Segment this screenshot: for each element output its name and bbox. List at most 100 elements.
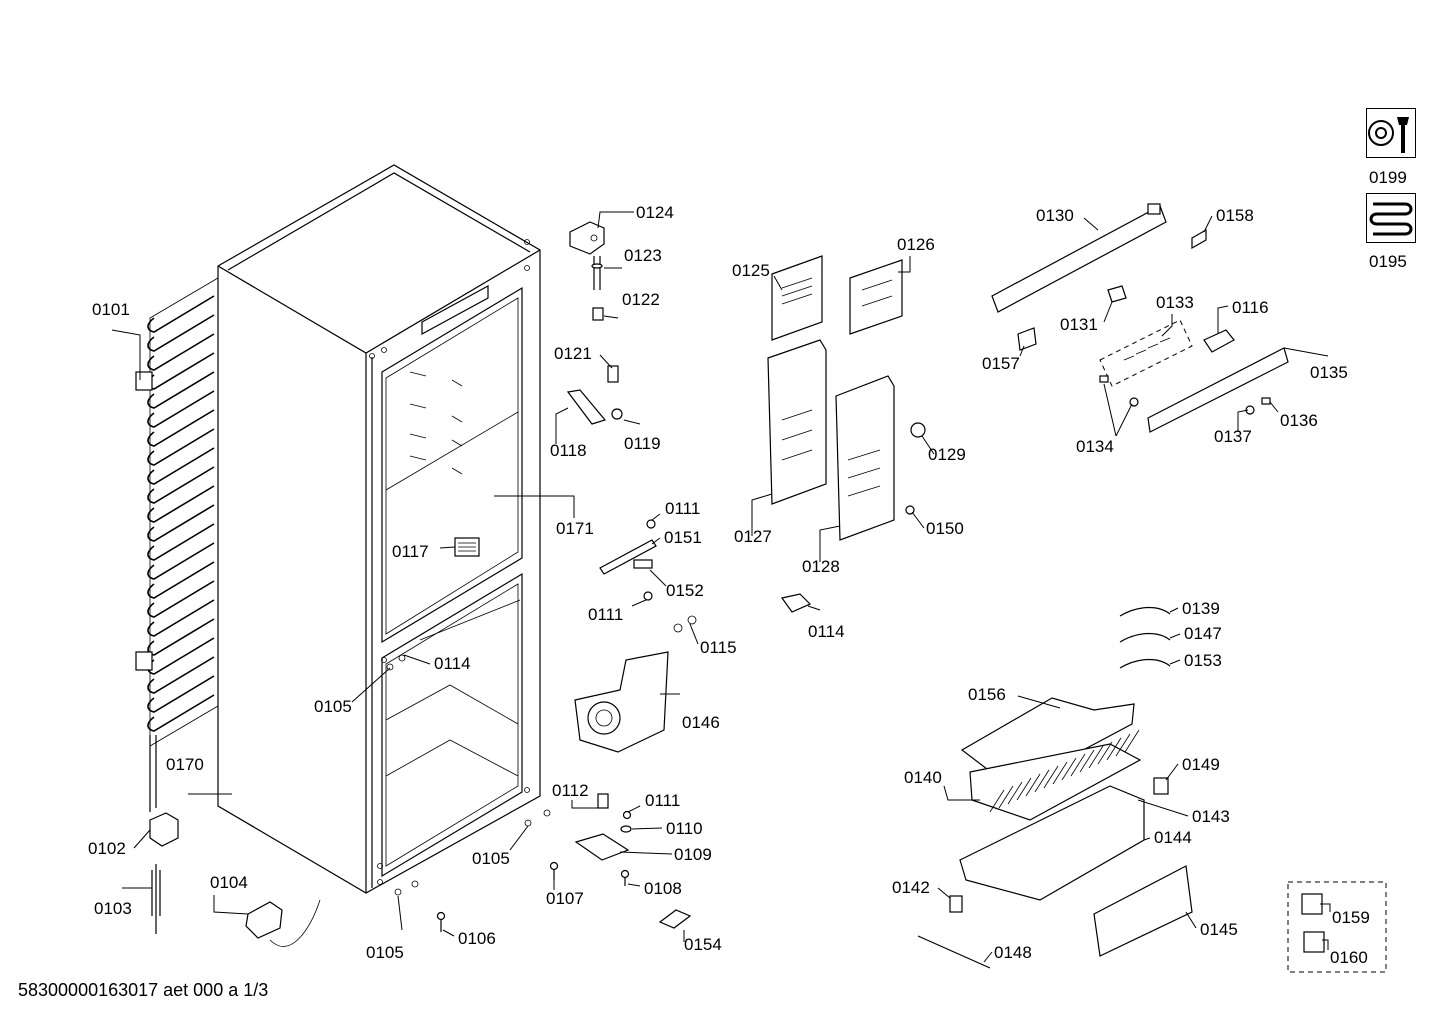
part-label-0139[interactable]: 0139 [1182,599,1220,618]
part-label-0111a[interactable]: 0111 [665,499,700,518]
part-label-0123[interactable]: 0123 [624,246,662,265]
part-label-0126[interactable]: 0126 [897,235,935,254]
part-label-0153[interactable]: 0153 [1184,651,1222,670]
part-label-0116[interactable]: 0116 [1232,298,1269,317]
part-label-0150[interactable]: 0150 [926,519,964,538]
leader-line-0126 [898,256,911,273]
part-label-0148[interactable]: 0148 [994,943,1032,962]
leader-line-0125 [773,275,783,291]
part-labels: 0101 0102 0103 0104 0105 0105 0105 0106 0107 0108… [88,203,1370,967]
part-label-0103[interactable]: 0103 [94,899,132,918]
part-label-0130[interactable]: 0130 [1036,206,1074,225]
part-label-0105c[interactable]: 0105 [366,943,404,962]
part-label-0147[interactable]: 0147 [1184,624,1222,643]
condenser-tube [147,637,215,675]
part-label-0135[interactable]: 0135 [1310,363,1348,382]
evaporator-fin [1007,781,1023,805]
part-label-0170[interactable]: 0170 [166,755,204,774]
part-label-0105b[interactable]: 0105 [472,849,510,868]
condenser-tube [147,428,215,466]
part-label-0137[interactable]: 0137 [1214,427,1252,446]
part-label-0152[interactable]: 0152 [666,581,704,600]
service-tools-icon [1366,108,1416,158]
condenser-tube [147,447,215,485]
leader-line-0106 [442,929,455,937]
control-panels [767,255,926,541]
part-label-0118[interactable]: 0118 [550,441,587,460]
part-label-0107[interactable]: 0107 [546,889,584,908]
leader-line-0149 [1165,763,1179,781]
leader-line-0143 [1137,799,1189,817]
part-label-0101[interactable]: 0101 [92,300,130,319]
part-label-0149[interactable]: 0149 [1182,755,1220,774]
part-label-0111b[interactable]: 0111 [588,605,623,624]
icon-label-0199: 0199 [1369,168,1407,187]
part-label-0125[interactable]: 0125 [732,261,770,280]
part-label-0119[interactable]: 0119 [624,434,661,453]
condenser-tube [147,542,215,580]
part-label-0115[interactable]: 0115 [700,638,737,657]
part-label-0160[interactable]: 0160 [1330,948,1368,967]
leader-line-0150 [911,511,925,529]
part-label-0108[interactable]: 0108 [644,879,682,898]
leader-line-0124 [597,211,634,229]
leader-line-0121 [599,354,613,369]
part-label-0151[interactable]: 0151 [664,528,702,547]
leader-line-0131 [1103,301,1113,323]
leader-line-0158 [1203,215,1213,233]
part-label-0134[interactable]: 0134 [1076,437,1114,456]
leader-line-0128 [819,525,841,562]
leader-line-0114a [403,654,431,665]
part-label-0114b[interactable]: 0114 [808,622,845,641]
part-label-0146[interactable]: 0146 [682,713,720,732]
part-label-0158[interactable]: 0158 [1216,206,1254,225]
leader-line-0102 [133,829,151,849]
part-label-0154[interactable]: 0154 [684,935,722,954]
part-label-0124[interactable]: 0124 [636,203,674,222]
part-label-0128[interactable]: 0128 [802,557,840,576]
part-label-0104[interactable]: 0104 [210,873,248,892]
condenser-tube [147,333,215,371]
part-label-0156[interactable]: 0156 [968,685,1006,704]
part-label-0171[interactable]: 0171 [556,519,594,538]
leader-line-0136 [1269,401,1279,413]
part-label-0102[interactable]: 0102 [88,839,126,858]
part-label-0144[interactable]: 0144 [1154,828,1192,847]
evaporator-fin [1070,753,1086,777]
part-label-0105a[interactable]: 0105 [314,697,352,716]
part-label-0106[interactable]: 0106 [458,929,496,948]
part-label-0131[interactable]: 0131 [1060,315,1098,334]
part-label-0117[interactable]: 0117 [392,542,429,561]
condenser-tube [147,504,215,542]
part-label-0112[interactable]: 0112 [552,781,589,800]
part-label-0145[interactable]: 0145 [1200,920,1238,939]
leader-line-0153 [1169,659,1181,665]
part-label-0129[interactable]: 0129 [928,445,966,464]
part-label-0114a[interactable]: 0114 [434,654,471,673]
leader-line-0145 [1185,911,1197,929]
part-label-0136[interactable]: 0136 [1280,411,1318,430]
part-label-0159[interactable]: 0159 [1332,908,1370,927]
part-label-0127[interactable]: 0127 [734,527,772,546]
leader-line-0130 [1083,217,1099,231]
part-label-0110[interactable]: 0110 [666,819,703,838]
leader-line-0133 [1161,314,1173,337]
evaporator-fin [1025,773,1041,797]
part-label-0109[interactable]: 0109 [674,845,712,864]
part-label-0133[interactable]: 0133 [1156,293,1194,312]
part-label-0121[interactable]: 0121 [554,344,592,363]
evaporator-fin [1016,777,1032,801]
part-label-0111c[interactable]: 0111 [645,791,680,810]
leader-line-0151 [651,537,661,545]
evaporator-fin [998,785,1014,809]
part-label-0122[interactable]: 0122 [622,290,660,309]
part-label-0140[interactable]: 0140 [904,768,942,787]
part-label-0157[interactable]: 0157 [982,354,1020,373]
part-label-0142[interactable]: 0142 [892,878,930,897]
condenser-tube [147,561,215,599]
condenser-tube [147,371,215,409]
leader-line-0144 [1143,837,1151,841]
part-label-0143[interactable]: 0143 [1192,807,1230,826]
condenser-tube [147,618,215,656]
